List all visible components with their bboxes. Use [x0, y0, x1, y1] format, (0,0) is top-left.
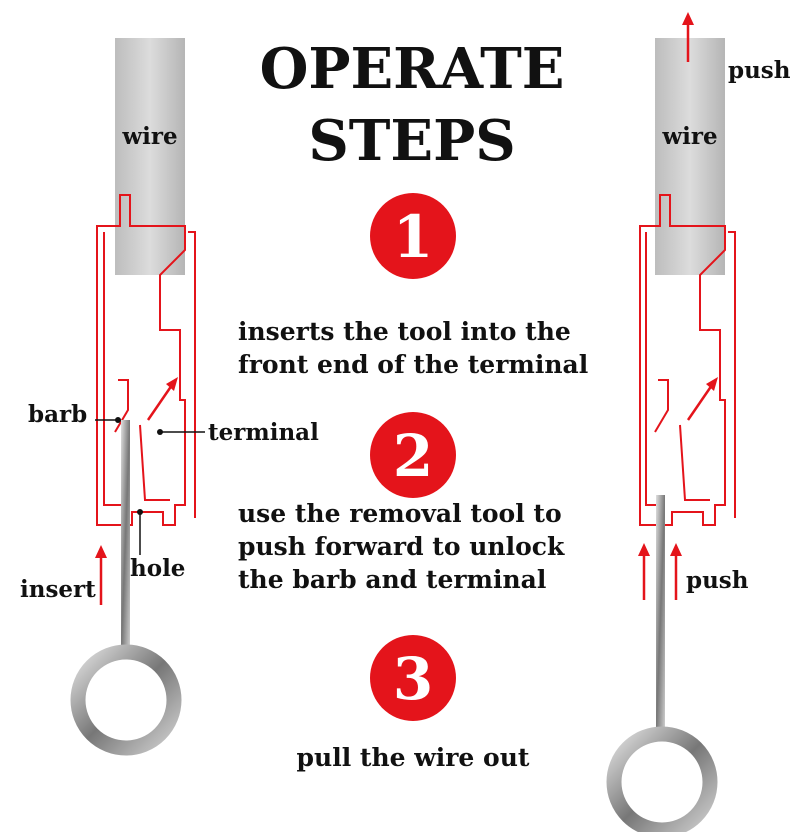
- step-text-line: front end of the terminal: [238, 350, 588, 379]
- step-text-line: push forward to unlock: [238, 532, 565, 561]
- step-3: 3 pull the wire out: [297, 635, 530, 772]
- step-number-badge: [370, 635, 456, 721]
- hole-label: hole: [130, 555, 185, 582]
- step-text-line: use the removal tool to: [238, 499, 562, 528]
- terminal-label: terminal: [208, 419, 319, 446]
- terminal-outline: [639, 194, 736, 526]
- title-line-1: OPERATE: [260, 36, 565, 102]
- wire: [655, 38, 725, 275]
- arrow-icon: [146, 384, 174, 421]
- step-number: 2: [393, 422, 433, 490]
- step-text-line: the barb and terminal: [238, 565, 546, 594]
- barb-label: barb: [28, 401, 87, 428]
- wire-label: wire: [661, 123, 717, 150]
- left-diagram: wire barb terminal hole insert: [20, 38, 319, 756]
- removal-tool-ring: [70, 644, 182, 756]
- arrow-icon: [686, 384, 714, 421]
- push-top-label: push: [728, 57, 791, 84]
- wire: [115, 38, 185, 275]
- step-text-line: pull the wire out: [297, 743, 530, 772]
- push-bottom-label: push: [686, 567, 749, 594]
- removal-tool-stem: [121, 420, 130, 655]
- step-number: 3: [393, 645, 433, 713]
- step-number-badge: [370, 412, 456, 498]
- step-number: 1: [393, 203, 433, 271]
- removal-tool-stem: [656, 495, 665, 735]
- step-number-badge: [370, 193, 456, 279]
- title-line-2: STEPS: [308, 108, 515, 174]
- step-2: 2 use the removal tool to push forward t…: [238, 412, 565, 594]
- arrow-head-icon: [166, 377, 178, 391]
- right-diagram: wire push push: [606, 12, 791, 832]
- wire-label: wire: [121, 123, 177, 150]
- insert-label: insert: [20, 576, 96, 603]
- step-text-line: inserts the tool into the: [238, 317, 571, 346]
- removal-tool-ring: [606, 726, 718, 832]
- step-1: 1 inserts the tool into the front end of…: [238, 193, 588, 379]
